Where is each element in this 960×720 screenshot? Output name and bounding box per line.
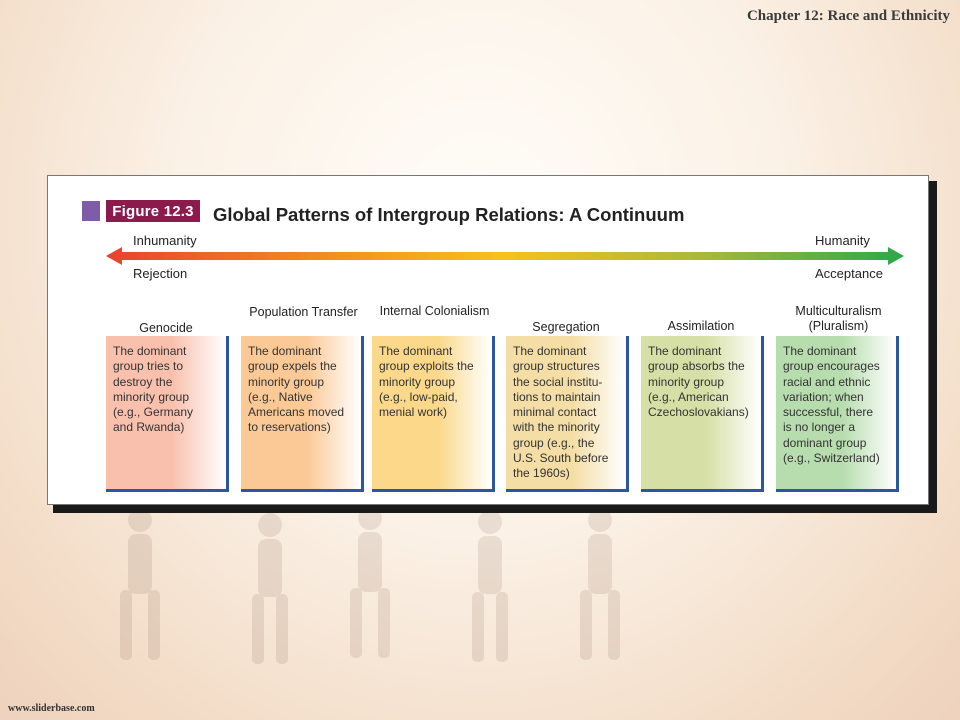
stage-text-line: dominant group [783, 435, 867, 450]
stage-label-2: Internal Colonialism [379, 304, 490, 318]
stage-text-line: variation; when [783, 389, 864, 404]
stage-text-line: with the minority [513, 420, 600, 435]
stage-text-line: group structures [513, 359, 600, 374]
stage-text-line: The dominant [113, 344, 187, 358]
stage-text-line: minority group [113, 389, 190, 404]
stage-text-line: U.S. South before [513, 451, 609, 466]
stage-label-0: Genocide [139, 321, 193, 335]
label-rejection: Rejection [133, 266, 188, 281]
label-humanity: Humanity [815, 233, 870, 248]
stage-text-line: Czechoslovakians) [648, 405, 749, 420]
stage-text-line: (e.g., Germany [113, 405, 194, 420]
stage-text-line: (e.g., American [648, 389, 729, 404]
stage-text-line: (e.g., Native [248, 389, 313, 404]
stage-text-line: (e.g., low-paid, [379, 389, 458, 404]
stage-text-line: minority group [648, 374, 725, 389]
stage-text-line: menial work) [379, 405, 448, 420]
stage-label-1: Population Transfer [249, 305, 358, 319]
stage-label-5: Multiculturalism (Pluralism) [795, 304, 882, 333]
footer-url: www.sliderbase.com [8, 703, 95, 714]
stage-text-line: group tries to [113, 359, 184, 374]
label-inhumanity: Inhumanity [133, 233, 197, 248]
stage-text-line: The dominant [513, 344, 587, 358]
figure-badge: Figure 12.3 [106, 200, 200, 222]
stage-label-4: Assimilation [667, 319, 735, 333]
stage-text-line: destroy the [113, 374, 173, 389]
stage-text-line: group exploits the [379, 359, 474, 374]
chapter-title: Chapter 12: Race and Ethnicity [746, 8, 950, 24]
stage-text-line: minimal contact [513, 405, 597, 420]
continuum-arrow [106, 247, 904, 265]
stage-text-line: The dominant [248, 344, 322, 358]
stage-text-line: and Rwanda) [113, 420, 185, 435]
background-silhouettes [120, 506, 620, 664]
label-acceptance: Acceptance [815, 266, 883, 281]
stage-text-line: racial and ethnic [783, 374, 871, 389]
stage-text-line: the 1960s) [513, 466, 570, 481]
stage-text-line: minority group [379, 374, 456, 389]
figure-marker [82, 201, 100, 221]
stage-text-line: The dominant [783, 344, 857, 358]
stage-text-line: (e.g., Switzerland) [783, 451, 880, 466]
stage-text-line: The dominant [648, 344, 722, 358]
stage-text-line: group absorbs the [648, 359, 745, 374]
stage-text-line: Americans moved [248, 405, 345, 420]
stage-text-line: group encourages [783, 359, 880, 374]
stage-text-line: to reservations) [248, 420, 331, 435]
stage-text-line: is no longer a [783, 420, 856, 435]
stage-text-line: minority group [248, 374, 325, 389]
figure-title: Global Patterns of Intergroup Relations:… [213, 204, 685, 225]
stage-text-line: tions to maintain [513, 389, 601, 404]
stage-text-line: The dominant [379, 344, 453, 358]
stage-text-line: successful, there [783, 405, 874, 420]
stage-label-3: Segregation [532, 320, 600, 334]
figure-card: Figure 12.3 Global Patterns of Intergrou… [47, 175, 929, 505]
stage-text-line: group (e.g., the [513, 435, 595, 450]
stage-text-line: group expels the [248, 359, 337, 374]
stage-text-line: the social institu- [513, 374, 603, 389]
